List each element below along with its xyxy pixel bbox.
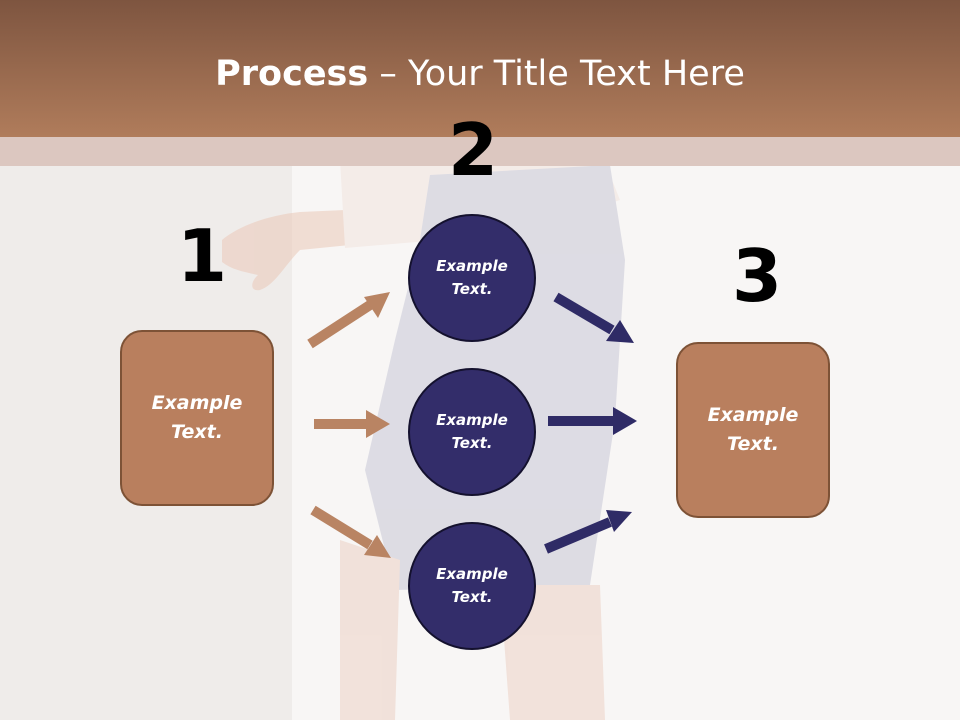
step-3-box-text: Example Text. xyxy=(707,404,799,455)
step-2-circle-top[interactable]: Example Text. xyxy=(408,214,536,342)
arrow-right-lower xyxy=(544,510,632,554)
title-banner xyxy=(0,0,960,137)
step-1-box[interactable]: Example Text. xyxy=(120,330,274,506)
circle-top-text: Example Text. xyxy=(436,257,508,298)
arrow-right-upper xyxy=(553,292,634,343)
step-number-3: 3 xyxy=(732,234,783,318)
step-2-circle-bottom[interactable]: Example Text. xyxy=(408,522,536,650)
circle-middle-text: Example Text. xyxy=(436,411,508,452)
step-3-box[interactable]: Example Text. xyxy=(676,342,830,518)
step-number-2: 2 xyxy=(448,108,499,192)
step-1-box-text: Example Text. xyxy=(151,392,243,443)
arrow-right-middle xyxy=(548,407,637,435)
step-number-1: 1 xyxy=(177,214,228,298)
step-2-circle-middle[interactable]: Example Text. xyxy=(408,368,536,496)
arrow-left-middle xyxy=(314,410,390,438)
title-bold-part: Process xyxy=(215,54,369,94)
slide-title: Process – Your Title Text Here xyxy=(0,50,960,98)
arrow-left-upper xyxy=(307,292,390,349)
arrow-left-lower xyxy=(310,505,391,558)
title-rest-part: – Your Title Text Here xyxy=(368,54,745,94)
circle-bottom-text: Example Text. xyxy=(436,565,508,606)
title-banner-strip xyxy=(0,137,960,166)
